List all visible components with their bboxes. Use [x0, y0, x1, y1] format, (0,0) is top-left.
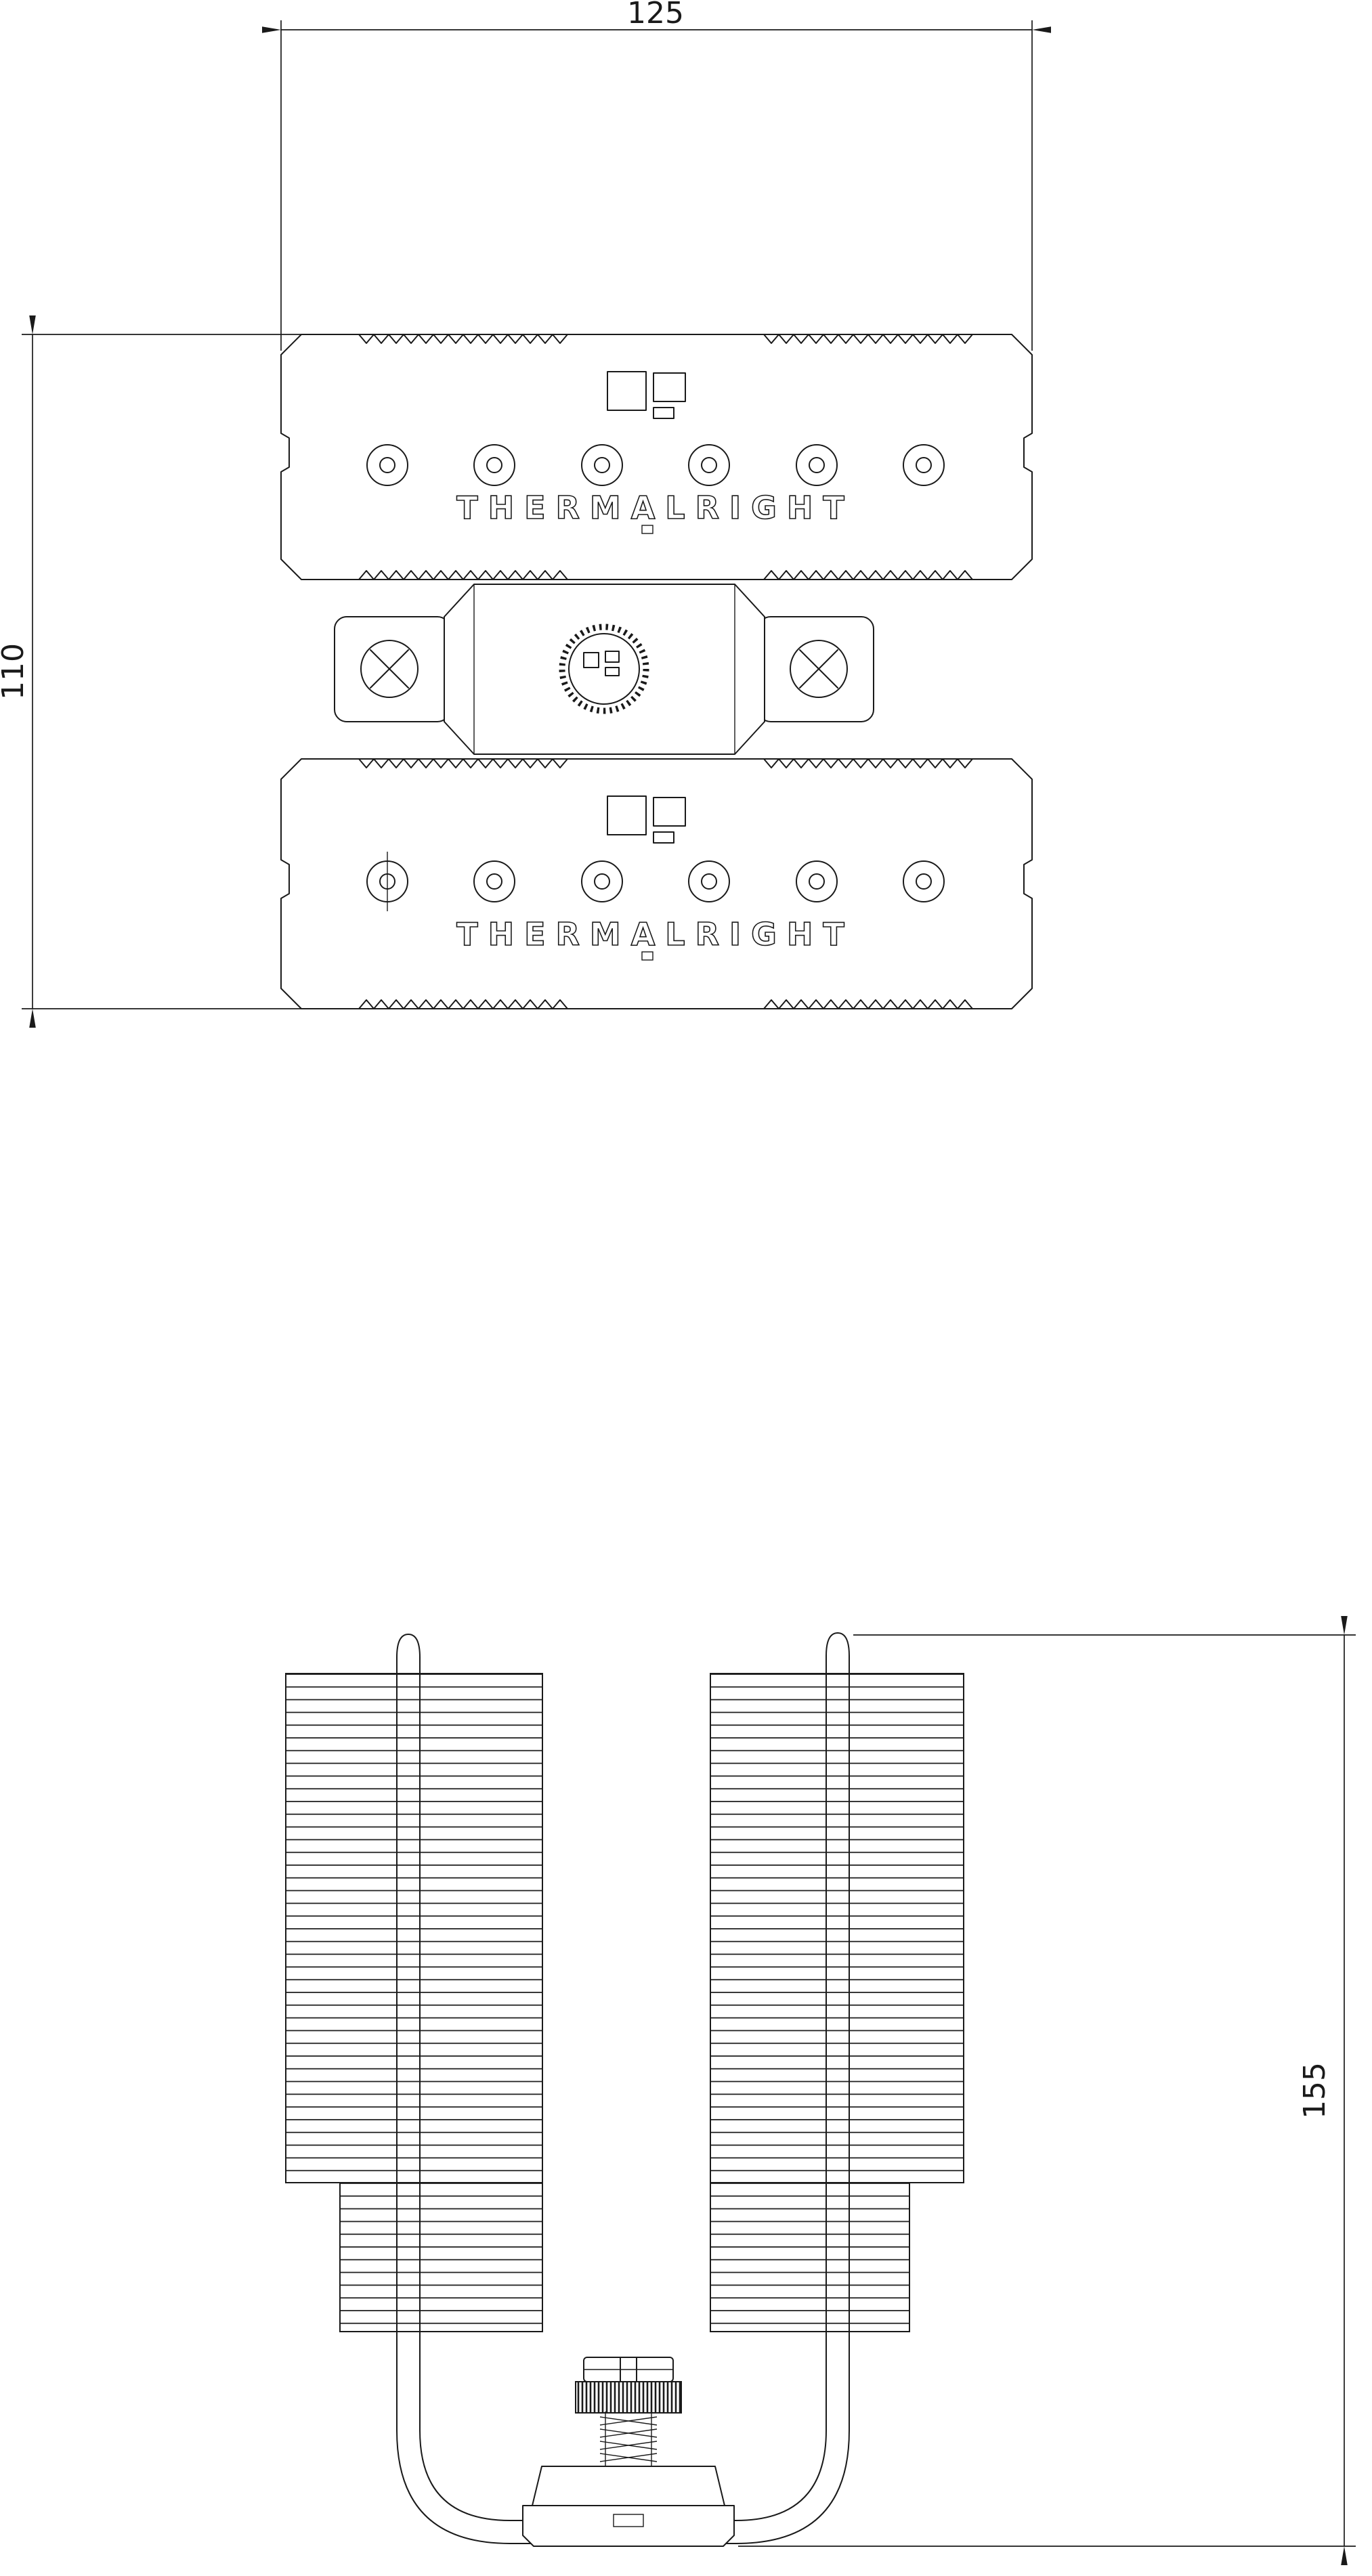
heatpipe-hole	[473, 860, 515, 902]
bottom-fin-stack-outline	[280, 758, 1033, 1009]
fin-tower-left-lower	[339, 2182, 543, 2332]
heatpipe-hole	[366, 860, 408, 902]
knob-face	[568, 633, 640, 705]
dim-height: 155	[738, 1616, 1356, 2565]
heatpipe-hole	[903, 444, 945, 486]
screw-cross	[799, 649, 838, 689]
heatpipe-hole	[594, 873, 610, 890]
brand-logo-mark-bottom	[607, 795, 686, 844]
spring-coils	[599, 2416, 658, 2462]
knob-knurled-ring	[559, 624, 649, 714]
base-notch	[613, 2514, 644, 2527]
heatpipe-outer-line	[396, 1657, 630, 2544]
tension-knob	[559, 624, 649, 714]
heatpipe-hole	[486, 457, 502, 473]
top-view: 125 110	[0, 0, 1051, 1028]
heatpipe-hole	[701, 873, 717, 890]
heatpipe-hole	[581, 444, 623, 486]
bottom-fin-stack: THERMALRIGHT	[280, 758, 1033, 1009]
heatpipe-hole	[366, 444, 408, 486]
spring-screw-assembly	[575, 2357, 682, 2466]
heatpipe-hole	[701, 457, 717, 473]
heatpipe-hole	[486, 873, 502, 890]
knob-logo-square	[605, 667, 620, 676]
dim-depth-label: 110	[0, 643, 30, 700]
heatpipe-hole	[809, 457, 825, 473]
heatpipe-hole	[796, 860, 838, 902]
heatpipe-inner-line	[419, 1657, 630, 2521]
heatpipe-hole	[796, 444, 838, 486]
heatpipe-outer-line	[626, 1655, 850, 2544]
heatpipe-cap	[396, 1634, 421, 1658]
fin-tower-right-upper	[710, 1673, 964, 2183]
fin-tower-left-upper	[285, 1673, 543, 2183]
center-mount-assembly	[334, 584, 874, 755]
knob-logo-square	[605, 651, 620, 663]
heatpipe-left	[396, 1634, 630, 2544]
logo-square-icon	[653, 407, 674, 419]
base-top-plate	[532, 2466, 725, 2506]
dim-width: 125	[262, 0, 1051, 351]
brand-logo-mark-top	[607, 371, 686, 419]
heatpipe-right	[626, 1632, 850, 2544]
base-plate	[522, 2466, 735, 2547]
logo-square-icon	[653, 831, 674, 844]
heatpipe-hole	[688, 444, 730, 486]
heatpipe-holes-bottom	[366, 852, 945, 911]
logo-square-icon	[607, 795, 647, 835]
logo-square-icon	[653, 372, 686, 402]
heatpipe-hole	[594, 457, 610, 473]
top-fin-stack: THERMALRIGHT	[280, 334, 1033, 580]
logo-square-icon	[607, 371, 647, 411]
heatpipe-hole	[473, 444, 515, 486]
heatpipe-hole	[916, 457, 932, 473]
heatpipe-hole	[379, 457, 395, 473]
brand-logo-text-top: THERMALRIGHT	[456, 489, 855, 526]
heatpipe-hole	[688, 860, 730, 902]
front-view: 155	[285, 1616, 1356, 2565]
knob-logo-square	[583, 652, 599, 668]
dim-height-label: 155	[1298, 2062, 1332, 2119]
logo-trademark-block	[641, 951, 653, 961]
heatpipe-inner-line	[626, 1655, 827, 2521]
heatpipe-cap	[826, 1632, 850, 1657]
fin-tower-right-lower	[710, 2182, 910, 2332]
heatpipe-hole	[916, 873, 932, 890]
knurled-nut	[575, 2381, 682, 2414]
dim-width-label: 125	[627, 0, 684, 30]
heatpipe-holes-top	[366, 444, 945, 486]
base-bottom-plate	[522, 2505, 735, 2547]
logo-trademark-block	[641, 525, 653, 534]
heatpipe-hole	[903, 860, 945, 902]
top-fin-stack-outline	[280, 334, 1033, 580]
heatpipe-hole	[581, 860, 623, 902]
screw-cross	[370, 649, 409, 689]
dim-depth: 110	[0, 315, 303, 1028]
logo-square-icon	[653, 797, 686, 827]
heatpipe-hole	[379, 873, 395, 890]
heatpipe-hole	[809, 873, 825, 890]
brand-logo-text-bottom: THERMALRIGHT	[456, 916, 855, 953]
phillips-screw-left	[360, 640, 419, 698]
phillips-screw-right	[790, 640, 848, 698]
